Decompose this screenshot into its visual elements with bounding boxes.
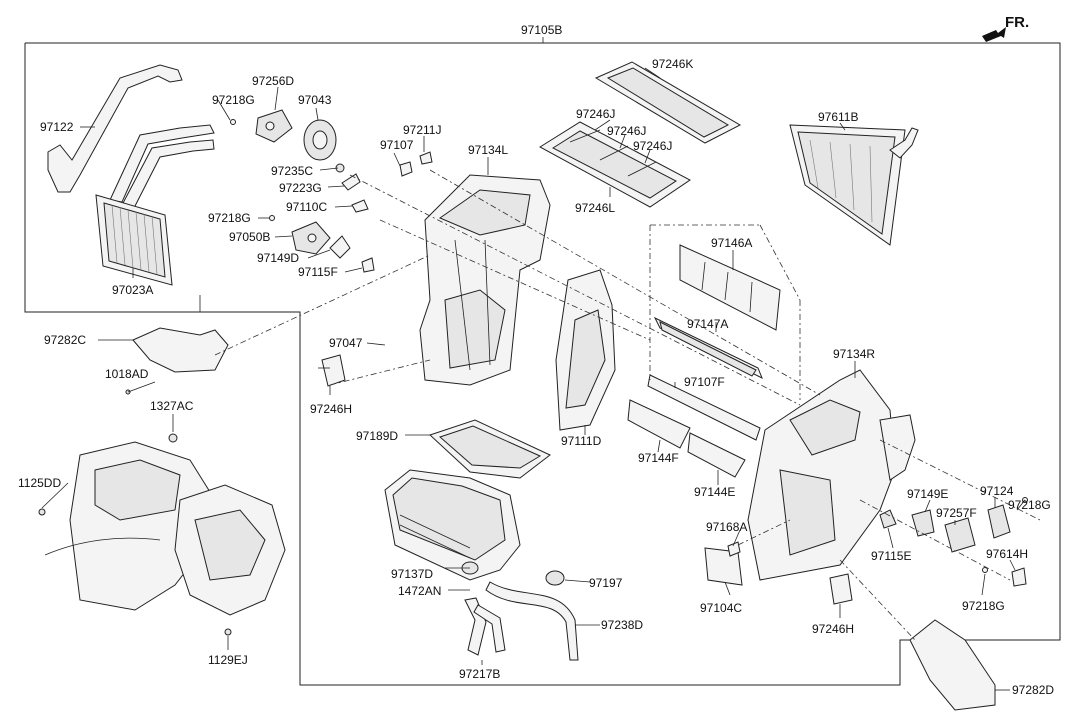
- label-97256D: 97256D: [252, 74, 294, 88]
- gasket-97104C: [704, 547, 743, 586]
- gasket-97246H-left: [321, 354, 346, 387]
- label-97218G-b: 97218G: [208, 211, 251, 225]
- label-97614H: 97614H: [986, 547, 1028, 561]
- label-97104C: 97104C: [700, 601, 742, 615]
- label-97246H-left: 97246H: [310, 402, 352, 416]
- label-97246H-right: 97246H: [812, 622, 854, 636]
- label-97111D: 97111D: [561, 434, 602, 448]
- lower-case-97137D: [384, 469, 521, 581]
- door-97144F: [627, 399, 691, 449]
- gasket-97246H-right: [829, 573, 853, 605]
- label-97115F: 97115F: [298, 265, 338, 279]
- label-97189D: 97189D: [356, 429, 398, 443]
- door-97144E: [687, 432, 746, 478]
- label-97122: 97122: [40, 120, 74, 134]
- label-97043: 97043: [298, 93, 332, 107]
- label-97050B: 97050B: [229, 230, 270, 244]
- label-97235C: 97235C: [271, 164, 313, 178]
- duct-97282D: [909, 619, 996, 711]
- filter-frame-97246K: [594, 61, 742, 144]
- label-97223G: 97223G: [279, 181, 322, 195]
- label-97168A: 97168A: [706, 520, 747, 534]
- drain-hose-97238D: [485, 581, 579, 661]
- label-97134R: 97134R: [833, 347, 875, 361]
- label-97115E: 97115E: [871, 549, 911, 563]
- label-97611B: 97611B: [818, 110, 858, 124]
- label-97246L: 97246L: [575, 201, 615, 215]
- label-1018AD: 1018AD: [105, 367, 149, 381]
- label-97124: 97124: [980, 484, 1014, 498]
- actuator-97050B: [291, 221, 331, 255]
- label-97282D: 97282D: [1012, 683, 1054, 697]
- heater-pipe-97122: [47, 64, 215, 209]
- label-97218G: 97218G: [212, 93, 255, 107]
- label-97144F: 97144F: [638, 451, 679, 465]
- assembly-frame: [24, 42, 1061, 686]
- tray-97189D: [429, 419, 551, 479]
- label-97282C: 97282C: [44, 333, 86, 347]
- label-97047: 97047: [329, 336, 363, 350]
- heater-case-left-97134L: [419, 174, 551, 386]
- front-arrow-icon: [982, 27, 1006, 42]
- label-1125DD: 1125DD: [18, 476, 61, 490]
- label-97218G-d: 97218G: [962, 599, 1005, 613]
- label-97147A: 97147A: [687, 317, 728, 331]
- evaporator-97611B: [789, 124, 919, 246]
- front-indicator-label: FR.: [1005, 14, 1029, 31]
- drain-hose-97217B: [464, 597, 487, 656]
- heater-core-97023A: [95, 194, 173, 286]
- door-97146A: [679, 244, 781, 331]
- label-97105B: 97105B: [521, 23, 562, 37]
- heater-case-right-97134R: [747, 369, 916, 581]
- label-97197: 97197: [589, 576, 623, 590]
- label-97107F: 97107F: [684, 375, 725, 389]
- label-97246K: 97246K: [652, 57, 693, 71]
- label-1129EJ: 1129EJ: [208, 653, 248, 667]
- label-97246J-2: 97246J: [607, 124, 646, 138]
- filter-frame-97246L: [539, 121, 691, 208]
- label-97134L: 97134L: [468, 143, 508, 157]
- label-97246J-1: 97246J: [576, 107, 615, 121]
- label-97149D: 97149D: [257, 251, 299, 265]
- engine-block: [44, 441, 286, 616]
- door-97147A: [653, 316, 763, 380]
- label-97137D: 97137D: [391, 567, 433, 581]
- label-97023A: 97023A: [112, 283, 153, 297]
- label-97144E: 97144E: [694, 485, 735, 499]
- label-97217B: 97217B: [459, 667, 500, 681]
- lever-97149D: [329, 235, 351, 259]
- label-1472AN: 1472AN: [398, 584, 441, 598]
- actuator-97256D: [255, 109, 293, 143]
- label-97110C: 97110C: [286, 200, 327, 214]
- duct-97282C: [132, 327, 229, 373]
- blower-motor-97043: [303, 119, 337, 161]
- label-97211J: 97211J: [403, 123, 441, 137]
- label-1327AC: 1327AC: [150, 399, 194, 413]
- label-97218G-c: 97218G: [1008, 498, 1051, 512]
- label-97146A: 97146A: [711, 236, 752, 250]
- label-97107: 97107: [380, 138, 414, 152]
- label-97257F: 97257F: [936, 506, 977, 520]
- label-97238D: 97238D: [601, 618, 643, 632]
- label-97149E: 97149E: [907, 487, 948, 501]
- label-97246J-3: 97246J: [633, 139, 672, 153]
- center-plate-97111D: [555, 269, 616, 431]
- door-97107F: [647, 374, 761, 441]
